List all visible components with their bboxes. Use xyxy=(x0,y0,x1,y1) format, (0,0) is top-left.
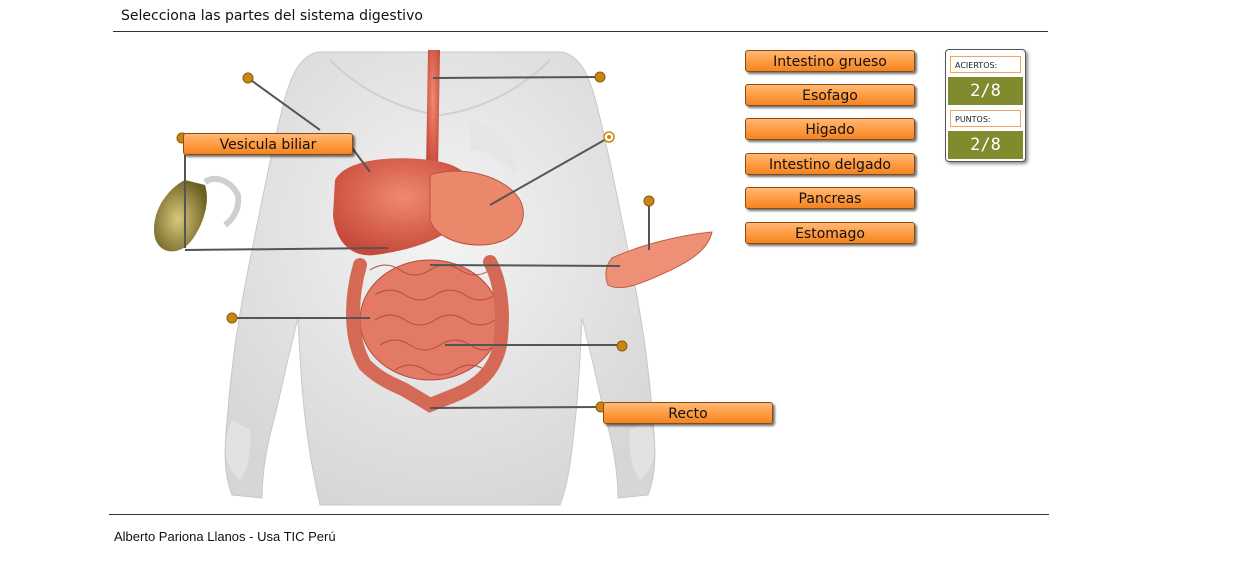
pancreas-shape xyxy=(605,231,713,289)
large-intestine-shape xyxy=(346,255,509,413)
esophagus-shape xyxy=(426,50,440,172)
placed-label-vesicula-biliar[interactable]: Vesicula biliar xyxy=(183,133,353,155)
leader-lines xyxy=(184,76,650,409)
page-title: Selecciona las partes del sistema digest… xyxy=(121,8,423,24)
option-pancreas[interactable]: Pancreas xyxy=(745,187,915,209)
drop-point-icon[interactable] xyxy=(594,71,606,83)
drop-point-icon[interactable] xyxy=(226,312,238,324)
aciertos-value: 2/8 xyxy=(948,77,1023,105)
puntos-label: PUNTOS: xyxy=(950,110,1021,127)
aciertos-label: ACIERTOS: xyxy=(950,56,1021,73)
placed-label-recto[interactable]: Recto xyxy=(603,402,773,424)
gallbladder-shape xyxy=(154,180,207,252)
header-divider xyxy=(113,31,1048,32)
drop-point-icon[interactable] xyxy=(643,195,655,207)
stomach-shape xyxy=(429,170,524,246)
option-intestino-delgado[interactable]: Intestino delgado xyxy=(745,153,915,175)
small-intestine-shape xyxy=(359,259,501,381)
option-intestino-grueso[interactable]: Intestino grueso xyxy=(745,50,915,72)
footer-credit: Alberto Pariona Llanos - Usa TIC Perú xyxy=(114,529,336,544)
option-estomago[interactable]: Estomago xyxy=(745,222,915,244)
option-higado[interactable]: Higado xyxy=(745,118,915,140)
option-esofago[interactable]: Esofago xyxy=(745,84,915,106)
puntos-value: 2/8 xyxy=(948,131,1023,159)
drop-point-icon[interactable] xyxy=(242,72,254,84)
target-dot-icon[interactable] xyxy=(603,131,615,143)
footer-divider xyxy=(109,514,1049,515)
score-panel: ACIERTOS: 2/8 PUNTOS: 2/8 xyxy=(945,49,1026,162)
drop-point-icon[interactable] xyxy=(616,340,628,352)
